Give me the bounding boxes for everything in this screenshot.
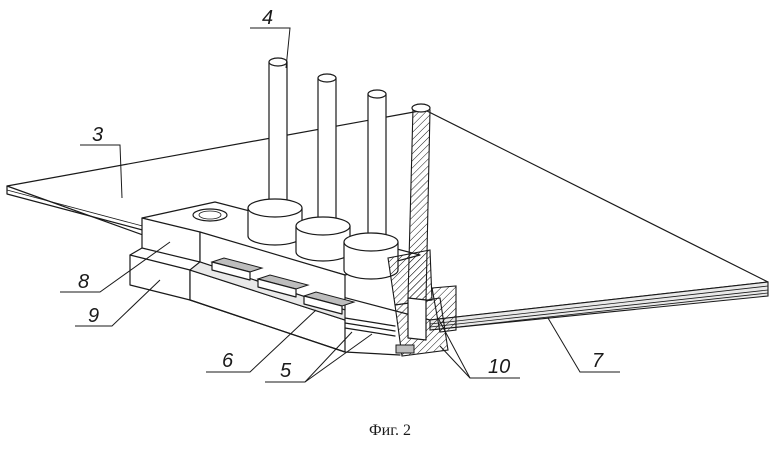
label-9: 9 — [88, 305, 99, 327]
label-8: 8 — [78, 271, 89, 293]
figure-caption: Фиг. 2 — [0, 422, 780, 440]
label-7: 7 — [592, 350, 604, 372]
plate — [7, 110, 768, 330]
label-6: 6 — [222, 350, 234, 372]
label-5: 5 — [280, 360, 292, 382]
label-4: 4 — [262, 7, 273, 29]
spring-layers — [345, 318, 395, 336]
label-3: 3 — [92, 124, 103, 146]
label-10: 10 — [488, 356, 510, 378]
